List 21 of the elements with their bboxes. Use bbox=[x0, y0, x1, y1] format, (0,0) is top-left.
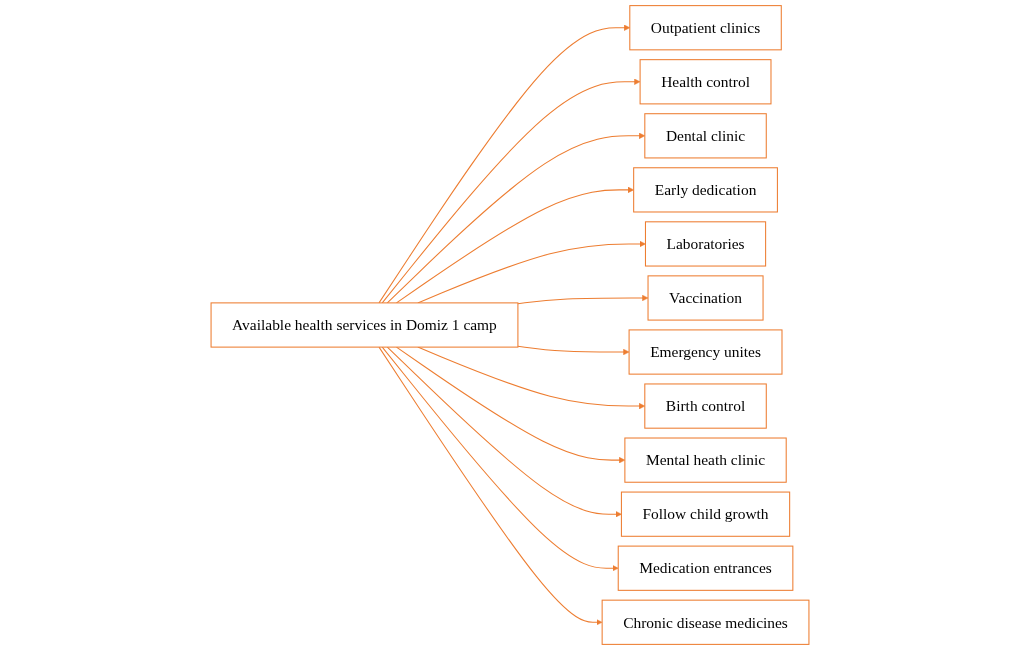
node-box: Birth control bbox=[644, 383, 767, 429]
arrow bbox=[386, 132, 646, 304]
arrow bbox=[517, 345, 630, 356]
node-box: Follow child growth bbox=[620, 491, 791, 537]
arrow bbox=[395, 186, 634, 304]
node-box: Dental clinic bbox=[644, 113, 767, 159]
node-box: Medication entrances bbox=[617, 545, 794, 591]
node-box: Health control bbox=[639, 59, 772, 105]
node-box: Mental heath clinic bbox=[624, 437, 787, 483]
node-box: Chronic disease medicines bbox=[601, 599, 810, 645]
arrow bbox=[517, 294, 649, 305]
node-box: Early dedication bbox=[633, 167, 778, 213]
arrow bbox=[386, 346, 622, 518]
node-box: Vaccination bbox=[647, 275, 764, 321]
arrow bbox=[381, 78, 641, 304]
node-box: Emergency unites bbox=[628, 329, 783, 375]
node-box: Available health services in Domiz 1 camp bbox=[210, 302, 519, 348]
arrow bbox=[378, 346, 603, 626]
arrow bbox=[381, 346, 619, 572]
node-box: Outpatient clinics bbox=[629, 5, 782, 51]
node-box: Laboratories bbox=[644, 221, 767, 267]
